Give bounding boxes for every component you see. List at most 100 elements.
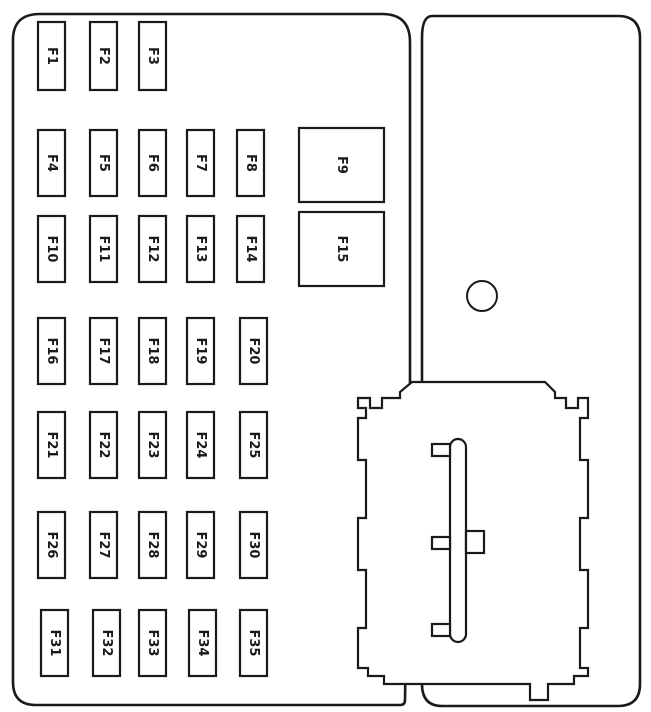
fuse-box xyxy=(185,510,216,580)
fuse-label: F33 xyxy=(145,630,160,657)
mounting-hole xyxy=(466,280,498,312)
fuse-box xyxy=(238,410,269,480)
fuse-box xyxy=(88,316,119,386)
fuse-f10: F10 xyxy=(36,214,67,284)
fuse-f34: F34 xyxy=(187,608,218,678)
fuse-f27: F27 xyxy=(88,510,119,580)
fuse-box xyxy=(137,510,168,580)
fuse-box xyxy=(137,214,168,284)
fuse-label: F15 xyxy=(334,236,349,263)
fuse-f31: F31 xyxy=(39,608,70,678)
fuse-f4: F4 xyxy=(36,128,67,198)
fuse-label: F20 xyxy=(246,338,261,365)
fuse-label: F9 xyxy=(334,156,349,174)
fuse-label: F35 xyxy=(246,630,261,657)
fuse-f11: F11 xyxy=(88,214,119,284)
fuse-label: F1 xyxy=(44,47,59,65)
fuse-box xyxy=(36,128,67,198)
fuse-box xyxy=(185,316,216,386)
fuse-f16: F16 xyxy=(36,316,67,386)
fuse-label: F21 xyxy=(44,432,59,459)
fuse-label: F17 xyxy=(96,338,111,365)
fuse-label: F27 xyxy=(96,532,111,559)
fuse-label: F10 xyxy=(44,236,59,263)
fuse-box xyxy=(185,128,216,198)
fuse-f8: F8 xyxy=(235,128,266,198)
fuse-f30: F30 xyxy=(238,510,269,580)
fuse-f20: F20 xyxy=(238,316,269,386)
fuse-f26: F26 xyxy=(36,510,67,580)
fuse-label: F32 xyxy=(99,630,114,657)
fuse-box xyxy=(36,214,67,284)
fuse-box xyxy=(137,316,168,386)
fuse-box xyxy=(88,510,119,580)
fuse-label: F25 xyxy=(246,432,261,459)
fuse-box xyxy=(185,410,216,480)
fuse-box xyxy=(137,20,168,92)
fuse-label: F31 xyxy=(47,630,62,657)
fuse-f7: F7 xyxy=(185,128,216,198)
fuse-label: F2 xyxy=(96,47,111,65)
fuse-box xyxy=(187,608,218,678)
fuse-panel-outline xyxy=(11,12,412,707)
fuse-f19: F19 xyxy=(185,316,216,386)
fuse-label: F7 xyxy=(193,154,208,172)
fuse-box xyxy=(185,214,216,284)
fuse-box xyxy=(137,128,168,198)
fuse-box xyxy=(88,410,119,480)
fuse-f2: F2 xyxy=(88,20,119,92)
fuse-f12: F12 xyxy=(137,214,168,284)
fuse-box xyxy=(91,608,122,678)
connector-block xyxy=(356,380,590,702)
fuse-label: F6 xyxy=(145,154,160,172)
fuse-box xyxy=(297,210,386,288)
fuse-box xyxy=(137,608,168,678)
fuse-box xyxy=(297,126,386,204)
fuse-box xyxy=(238,608,269,678)
fuse-box xyxy=(36,410,67,480)
fuse-label: F22 xyxy=(96,432,111,459)
fuse-f13: F13 xyxy=(185,214,216,284)
fuse-label: F29 xyxy=(193,532,208,559)
fuse-box xyxy=(88,20,119,92)
fuse-f25: F25 xyxy=(238,410,269,480)
fuse-label: F14 xyxy=(243,236,258,263)
fuse-f28: F28 xyxy=(137,510,168,580)
fuse-f5: F5 xyxy=(88,128,119,198)
fuse-box xyxy=(235,128,266,198)
fuse-label: F5 xyxy=(96,154,111,172)
fuse-box xyxy=(36,510,67,580)
fuse-f18: F18 xyxy=(137,316,168,386)
fuse-box xyxy=(238,316,269,386)
fuse-f3: F3 xyxy=(137,20,168,92)
fuse-f6: F6 xyxy=(137,128,168,198)
fuse-f14: F14 xyxy=(235,214,266,284)
fuse-box xyxy=(137,410,168,480)
fuse-box xyxy=(238,510,269,580)
fuse-label: F30 xyxy=(246,532,261,559)
fuse-label: F16 xyxy=(44,338,59,365)
fuse-label: F18 xyxy=(145,338,160,365)
fuse-box xyxy=(36,316,67,386)
fuse-box xyxy=(39,608,70,678)
fuse-f23: F23 xyxy=(137,410,168,480)
fuse-f35: F35 xyxy=(238,608,269,678)
fuse-label: F28 xyxy=(145,532,160,559)
fuse-label: F3 xyxy=(145,47,160,65)
fuse-box xyxy=(235,214,266,284)
fuse-f33: F33 xyxy=(137,608,168,678)
fuse-f1: F1 xyxy=(36,20,67,92)
fuse-f9: F9 xyxy=(297,126,386,204)
fuse-f21: F21 xyxy=(36,410,67,480)
fuse-box xyxy=(88,128,119,198)
fuse-label: F26 xyxy=(44,532,59,559)
fuse-label: F8 xyxy=(243,154,258,172)
fuse-f24: F24 xyxy=(185,410,216,480)
fuse-f32: F32 xyxy=(91,608,122,678)
fuse-label: F12 xyxy=(145,236,160,263)
fuse-label: F23 xyxy=(145,432,160,459)
fuse-box xyxy=(36,20,67,92)
fuse-box xyxy=(88,214,119,284)
fuse-label: F34 xyxy=(195,630,210,657)
